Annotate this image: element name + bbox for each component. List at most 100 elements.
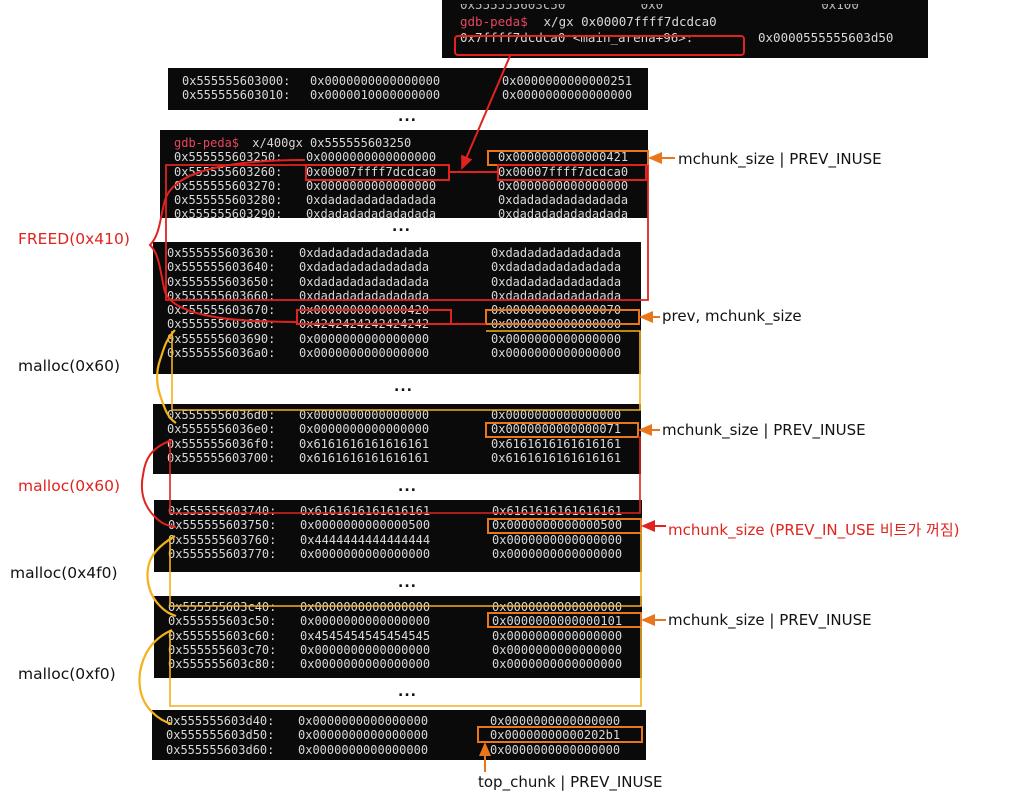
top-terminal: 0x555555603c50 0x0 0x100 gdb-peda$ x/gx … bbox=[442, 0, 928, 58]
value-2: 0xdadadadadadadada bbox=[491, 274, 622, 289]
value-1: 0x4444444444444444 bbox=[300, 532, 431, 547]
value-2: 0x6161616161616161 bbox=[491, 436, 622, 451]
address: 0x555555603650: bbox=[167, 274, 276, 289]
value-1: 0x6161616161616161 bbox=[299, 450, 430, 465]
partial-line: 0x555555603c50 0x0 0x100 bbox=[460, 4, 859, 12]
memory-row: 0x555555603770: 0x0000000000000000 0x00000… bbox=[168, 547, 642, 561]
value-2: 0x0000000000000000 bbox=[490, 742, 621, 757]
address: 0x5555556036d0: bbox=[167, 408, 276, 422]
rows: 0x555555603000: 0x0000000000000000 0x00000… bbox=[182, 74, 648, 103]
top-result-line: 0x7ffff7dcdca0 <main_arena+96>:0x0000555… bbox=[460, 30, 928, 46]
address: 0x555555603740: bbox=[168, 504, 277, 518]
bracket-malloc-0x60-a bbox=[155, 329, 177, 424]
bracket-freed bbox=[148, 159, 306, 323]
bracket-malloc-0xf0 bbox=[138, 628, 173, 726]
freed-region-outline bbox=[165, 164, 649, 301]
result-value: 0x0000555555603d50 bbox=[758, 30, 894, 45]
address: 0x555555603260: bbox=[174, 164, 283, 179]
highlight-size-500 bbox=[487, 518, 642, 534]
label-malloc-0x4f0: malloc(0x4f0) bbox=[10, 564, 118, 582]
value-2: 0x0000000000000000 bbox=[492, 628, 623, 643]
value-1: 0x0000000000000000 bbox=[300, 614, 431, 629]
memory-row: 0x555555603d60: 0x0000000000000000 0x00000… bbox=[166, 743, 646, 757]
value-2: 0x0000000000000000 bbox=[498, 178, 629, 193]
address: 0x5555556036e0: bbox=[167, 422, 276, 437]
memory-row: 0x555555603000: 0x0000000000000000 0x00000… bbox=[182, 74, 648, 88]
bracket-malloc-0x4f0 bbox=[146, 535, 177, 618]
value-1: 0x0000000000000000 bbox=[300, 546, 431, 561]
value-2: 0x0000000000000500 bbox=[492, 518, 623, 533]
value-2: 0x0000000000000000 bbox=[491, 346, 622, 361]
value-1: 0xdadadadadadadada bbox=[299, 246, 430, 260]
value-1: 0xdadadadadadadada bbox=[299, 260, 430, 275]
gdb-prompt: gdb-peda$ bbox=[460, 14, 528, 29]
memory-row: 0x555555603700: 0x6161616161616161 0x61616… bbox=[167, 451, 641, 465]
address: 0x555555603c70: bbox=[168, 642, 277, 657]
value-1: 0x0000000000000000 bbox=[298, 742, 429, 757]
ellipsis-5: ... bbox=[398, 575, 417, 591]
address: 0x555555603290: bbox=[174, 207, 283, 218]
address: 0x555555603280: bbox=[174, 193, 283, 208]
highlight-bk bbox=[497, 164, 647, 181]
ellipsis-4: ... bbox=[398, 479, 417, 495]
value-2: 0x00000000000202b1 bbox=[490, 728, 621, 743]
value-2: 0x0000000000000000 bbox=[491, 408, 622, 422]
highlight-size-71 bbox=[485, 422, 639, 438]
address: 0x555555603250: bbox=[174, 150, 283, 165]
value-1: 0x0000000000000000 bbox=[298, 714, 429, 728]
value-2: 0xdadadadadadadada bbox=[491, 260, 622, 275]
value-1: 0x6161616161616161 bbox=[300, 504, 431, 518]
terminal-main-a: gdb-peda$ x/400gx 0x555555603250 0x55555… bbox=[160, 130, 648, 218]
top-command-line: gdb-peda$ x/gx 0x00007ffff7dcdca0 bbox=[460, 14, 928, 30]
highlight-size-101 bbox=[487, 612, 642, 628]
address: 0x555555603000: bbox=[182, 74, 291, 88]
label-freed-0x410: FREED(0x410) bbox=[18, 230, 130, 248]
annotation-mchunk-size-prev-cleared: mchunk_size (PREV_IN_USE 비트가 꺼짐) bbox=[668, 521, 960, 539]
annotation-mchunk-size-3: mchunk_size | PREV_INUSE bbox=[668, 611, 872, 629]
annotation-mchunk-size-1: mchunk_size | PREV_INUSE bbox=[678, 150, 882, 168]
ellipsis-1: ... bbox=[398, 109, 417, 125]
value-2: 0x6161616161616161 bbox=[491, 450, 622, 465]
value-1: 0x0000000000000000 bbox=[310, 74, 441, 88]
bracket-malloc-0x60-b bbox=[140, 439, 177, 528]
value-1: 0x0000000000000500 bbox=[300, 518, 431, 533]
address: 0x555555603c60: bbox=[168, 628, 277, 643]
region-malloc-0xf0 bbox=[169, 627, 642, 707]
value-2: 0x0000000000000421 bbox=[498, 150, 629, 165]
value-2: 0x0000000000000071 bbox=[491, 422, 622, 437]
address: 0x555555603770: bbox=[168, 546, 277, 561]
address: 0x555555603d50: bbox=[166, 728, 275, 743]
address: 0x555555603670: bbox=[167, 303, 276, 318]
value-2: 0x0000000000000101 bbox=[492, 614, 623, 629]
command-text: x/gx 0x00007ffff7dcdca0 bbox=[536, 14, 717, 29]
address: 0x555555603c40: bbox=[168, 600, 277, 614]
address: 0x555555603630: bbox=[167, 246, 276, 260]
address: 0x555555603640: bbox=[167, 260, 276, 275]
label-malloc-0x60-a: malloc(0x60) bbox=[18, 357, 121, 375]
highlight-prev-size-420 bbox=[296, 309, 452, 325]
highlight-top-size bbox=[477, 726, 643, 743]
value-1: 0x0000000000000000 bbox=[306, 178, 437, 193]
address: 0x555555603750: bbox=[168, 518, 277, 533]
value-2: 0x0000000000000000 bbox=[490, 714, 621, 728]
memory-row: 0x555555603750: 0x0000000000000500 0x00000… bbox=[168, 518, 642, 532]
address: 0x555555603d60: bbox=[166, 742, 275, 757]
value-1: 0x0000000000000000 bbox=[300, 600, 431, 614]
gdb-prompt: gdb-peda$ bbox=[174, 136, 240, 150]
value-2: 0x0000000000000000 bbox=[492, 546, 623, 561]
address: 0x555555603700: bbox=[167, 450, 276, 465]
highlight-size-70 bbox=[485, 309, 640, 325]
value-2: 0x0000000000000251 bbox=[502, 74, 633, 88]
address: 0x5555556036a0: bbox=[167, 346, 276, 361]
